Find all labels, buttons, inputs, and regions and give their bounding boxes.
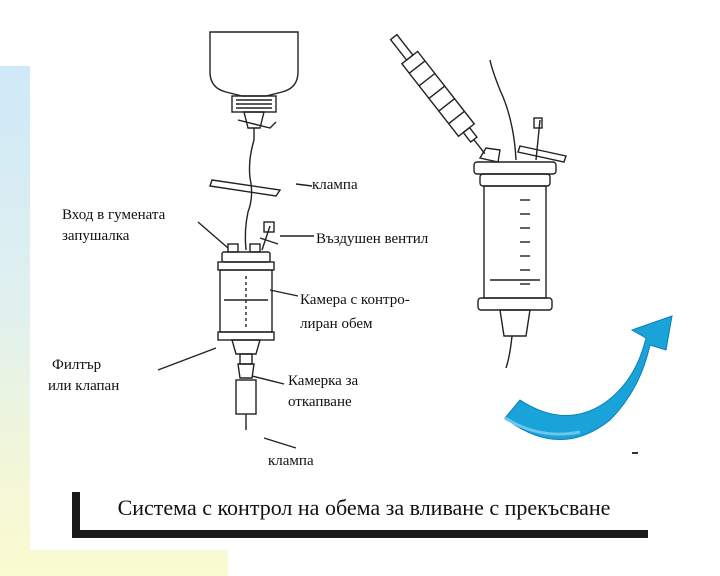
iv-bottle <box>209 31 299 140</box>
small-dash <box>632 452 638 454</box>
label-filter-2: или клапан <box>48 378 120 394</box>
drip-chamber-shape <box>235 353 257 430</box>
pointer-chamber <box>269 289 299 297</box>
label-chamber-2: лиран обем <box>300 316 373 332</box>
pointer-clamp-bottom <box>263 437 297 449</box>
label-clamp-bottom: клампа <box>268 453 314 469</box>
label-rubber-inlet-2: запушалка <box>62 228 130 244</box>
slide-caption: Система с контрол на обема за вливане с … <box>80 490 648 530</box>
label-air-valve: Въздушен вентил <box>316 231 429 247</box>
volume-chamber-small <box>217 243 275 355</box>
clamp-top-shape <box>209 179 282 197</box>
slide-area <box>30 10 680 550</box>
label-chamber-1: Камера с контро- <box>300 292 410 308</box>
volume-chamber-large <box>389 33 567 369</box>
label-drip-1: Камерка за <box>288 373 359 389</box>
pointer-filter <box>157 347 217 371</box>
label-drip-2: откапване <box>288 394 352 410</box>
label-clamp-top: клампа <box>312 177 358 193</box>
label-rubber-inlet-1: Вход в гумената <box>62 207 166 223</box>
tubing-upper <box>244 139 255 251</box>
label-filter-1: Филтър <box>52 357 102 373</box>
air-valve-shape <box>259 221 279 251</box>
pointer-rubber-inlet <box>197 221 229 249</box>
blue-arrow-icon <box>504 315 673 440</box>
pointer-drip <box>251 375 285 385</box>
